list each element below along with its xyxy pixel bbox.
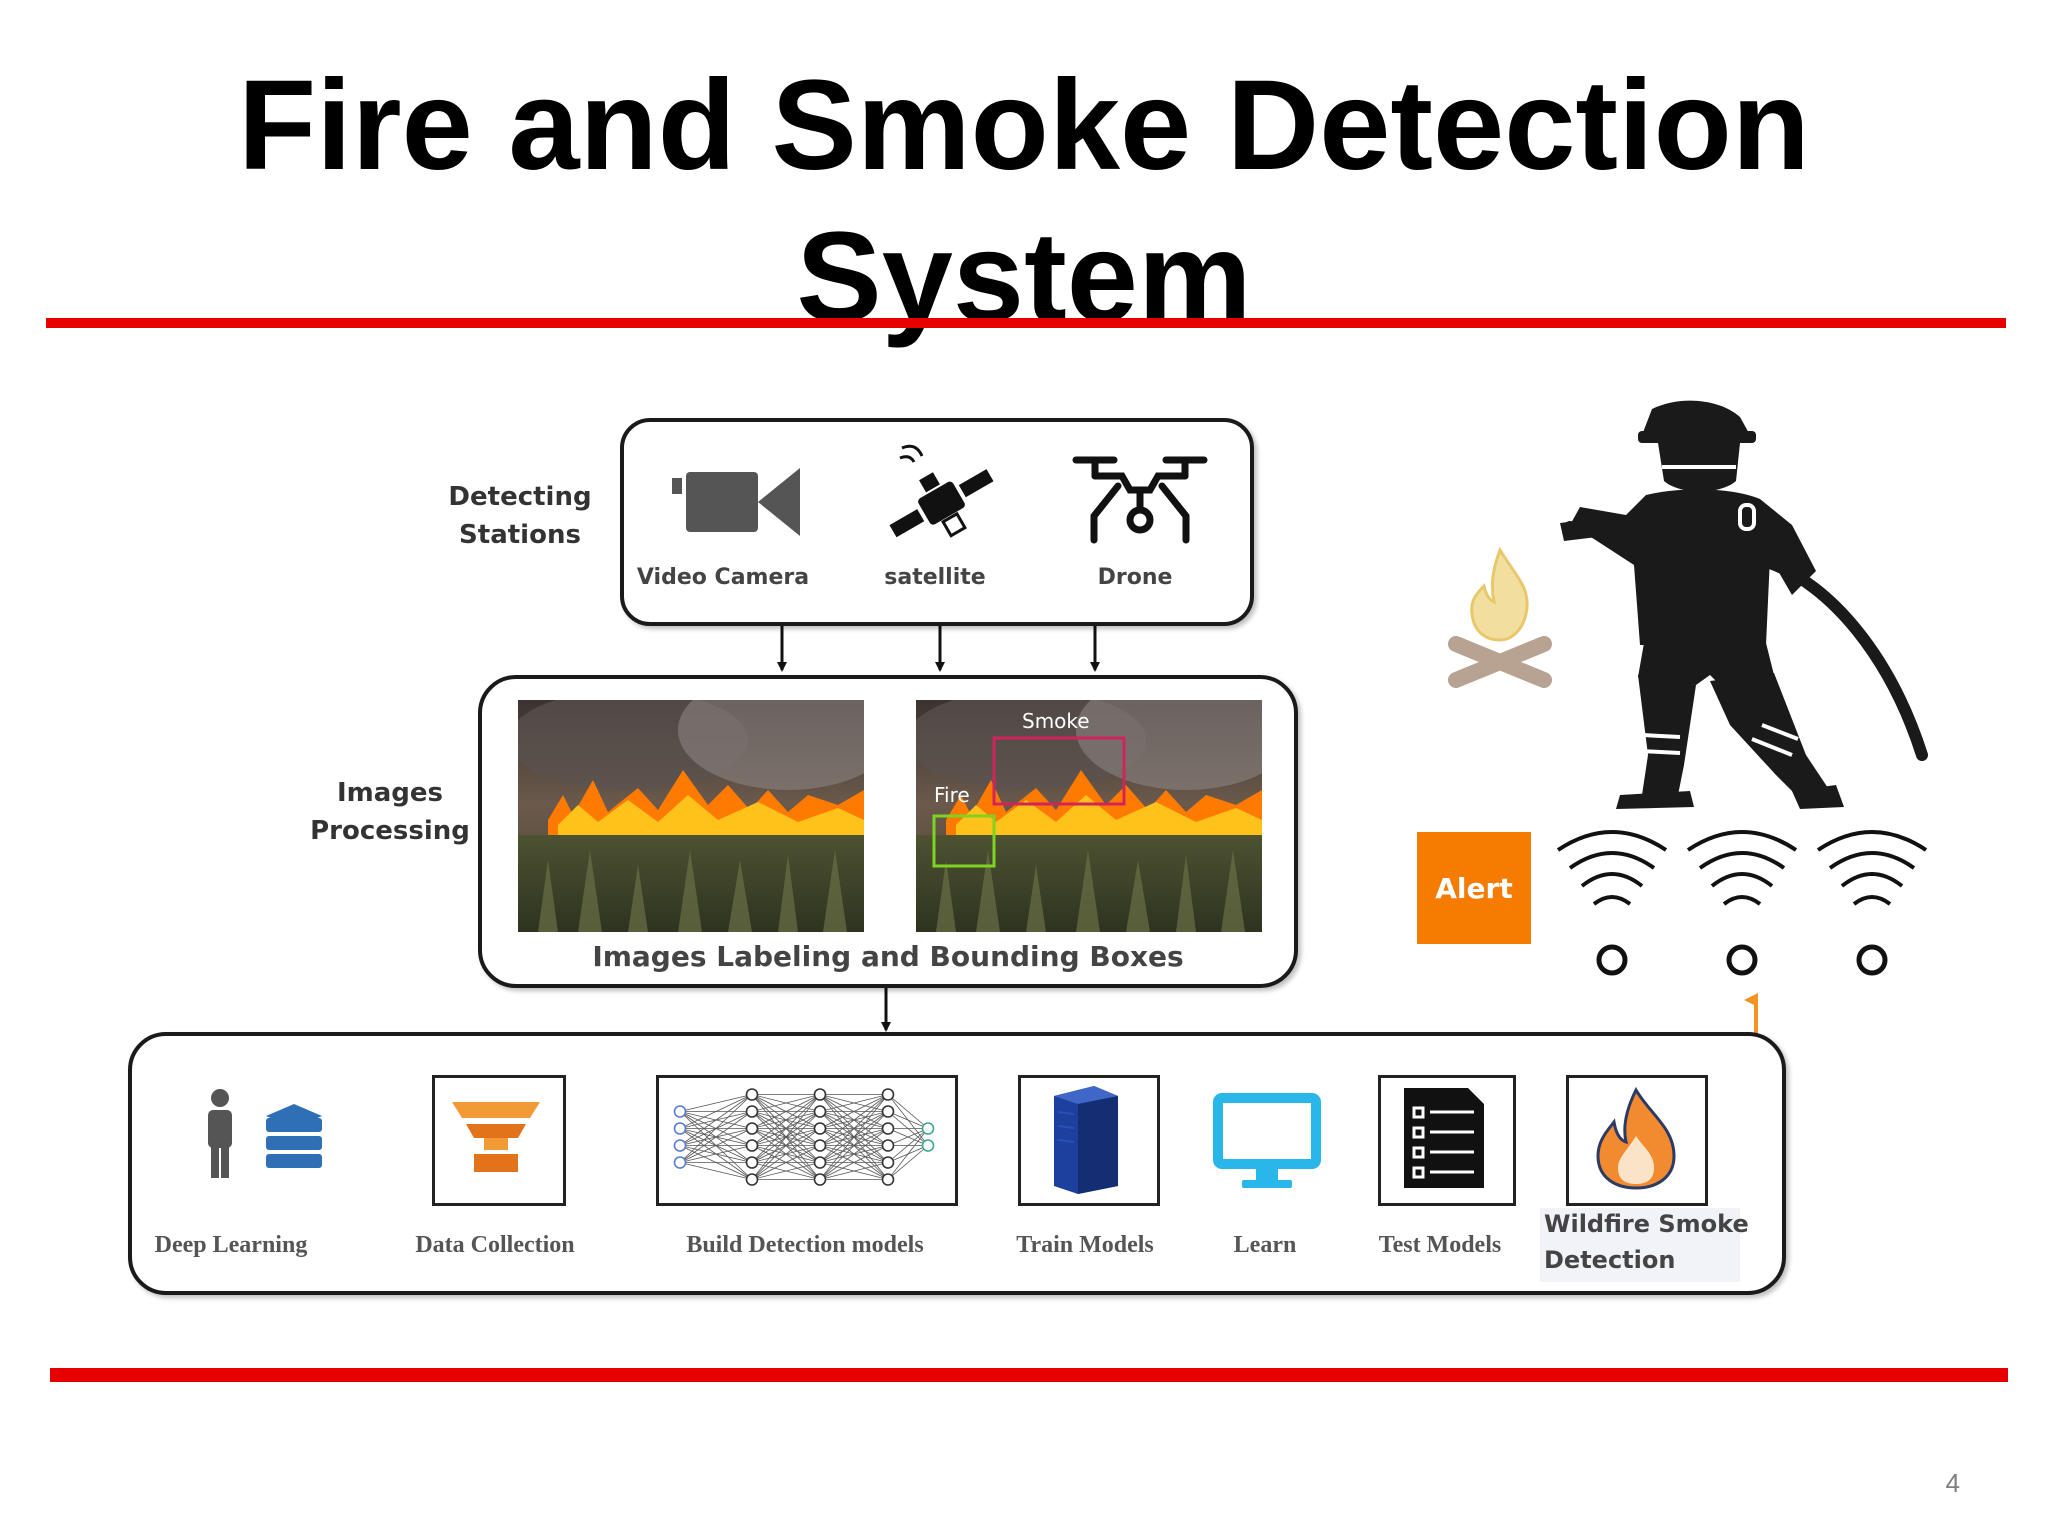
- person-and-stack-icon: [208, 1089, 322, 1178]
- bottom-divider: [50, 1368, 2008, 1382]
- network-node: [813, 1139, 827, 1152]
- fire-bounding-box: [932, 814, 996, 868]
- network-node: [673, 1105, 687, 1118]
- network-node: [881, 1088, 895, 1101]
- station-label-video-camera: Video Camera: [636, 565, 810, 590]
- network-node: [745, 1156, 759, 1169]
- wildfire-caption-bg: [1540, 1208, 1740, 1282]
- step-label-deep-learning: Deep Learning: [154, 1232, 308, 1258]
- station-label-satellite: satellite: [884, 565, 986, 590]
- network-node: [881, 1139, 895, 1152]
- firefighter-icon: [1560, 400, 1928, 809]
- network-node: [881, 1173, 895, 1186]
- wildfire-caption-line1: Wildfire Smoke: [1544, 1210, 1749, 1238]
- slide-title: Fire and Smoke Detection System: [238, 54, 1810, 349]
- wireless-signals: [1556, 830, 1928, 976]
- campfire-icon: [1448, 546, 1552, 688]
- wildfire-flame-icon: [1596, 1086, 1676, 1190]
- network-node: [813, 1122, 827, 1135]
- stations-label-line2: Stations: [459, 520, 581, 550]
- network-node: [745, 1139, 759, 1152]
- network-node: [881, 1122, 895, 1135]
- processing-side-label: Images Processing: [300, 774, 480, 850]
- wireless-signal-icon: [1816, 830, 1928, 976]
- network-node: [813, 1088, 827, 1101]
- network-node: [813, 1105, 827, 1118]
- network-node: [745, 1105, 759, 1118]
- neural-network-icon: [673, 1088, 935, 1186]
- network-node: [881, 1105, 895, 1118]
- network-node: [673, 1122, 687, 1135]
- network-node: [813, 1156, 827, 1169]
- top-divider: [46, 318, 2006, 328]
- checklist-document-icon: [1404, 1088, 1484, 1188]
- satellite-icon: [889, 444, 994, 538]
- network-node: [813, 1173, 827, 1186]
- step-label-build-detection-models: Build Detection models: [686, 1232, 924, 1258]
- wireless-signal-icon: [1556, 830, 1668, 976]
- stations-label-line1: Detecting: [448, 482, 592, 512]
- smoke-bounding-box: [992, 736, 1126, 806]
- page-number: 4: [1945, 1468, 1960, 1498]
- labeled-fire-photo: Smoke Fire: [916, 700, 1262, 932]
- step-label-test-models: Test Models: [1378, 1232, 1502, 1258]
- images-caption: Images Labeling and Bounding Boxes: [592, 940, 1184, 973]
- data-collection-icon: [452, 1102, 540, 1172]
- network-node: [745, 1122, 759, 1135]
- network-node: [673, 1139, 687, 1152]
- network-node: [881, 1156, 895, 1169]
- wildfire-caption: Wildfire Smoke Detection: [1538, 1210, 1754, 1274]
- processing-label-line1: Images: [336, 778, 444, 808]
- processing-label-line2: Processing: [310, 816, 470, 846]
- server-icon: [1054, 1086, 1118, 1194]
- video-camera-icon: [672, 468, 800, 536]
- alert-badge: Alert: [1417, 832, 1531, 944]
- network-node: [921, 1139, 935, 1152]
- wildfire-caption-line2: Detection: [1544, 1246, 1676, 1274]
- network-node: [745, 1173, 759, 1186]
- fire-label: Fire: [934, 783, 970, 807]
- stations-side-label: Detecting Stations: [440, 478, 600, 554]
- drone-icon: [1072, 456, 1208, 544]
- network-node: [745, 1088, 759, 1101]
- network-node: [673, 1156, 687, 1169]
- raw-fire-photo: [518, 700, 864, 932]
- monitor-icon: [1213, 1093, 1321, 1188]
- wireless-signal-icon: [1686, 830, 1798, 976]
- step-label-learn: Learn: [1233, 1232, 1297, 1258]
- step-label-train-models: Train Models: [1016, 1232, 1154, 1258]
- smoke-label: Smoke: [1022, 709, 1090, 733]
- step-label-data-collection: Data Collection: [415, 1232, 575, 1258]
- network-node: [921, 1122, 935, 1135]
- station-label-drone: Drone: [1097, 565, 1173, 590]
